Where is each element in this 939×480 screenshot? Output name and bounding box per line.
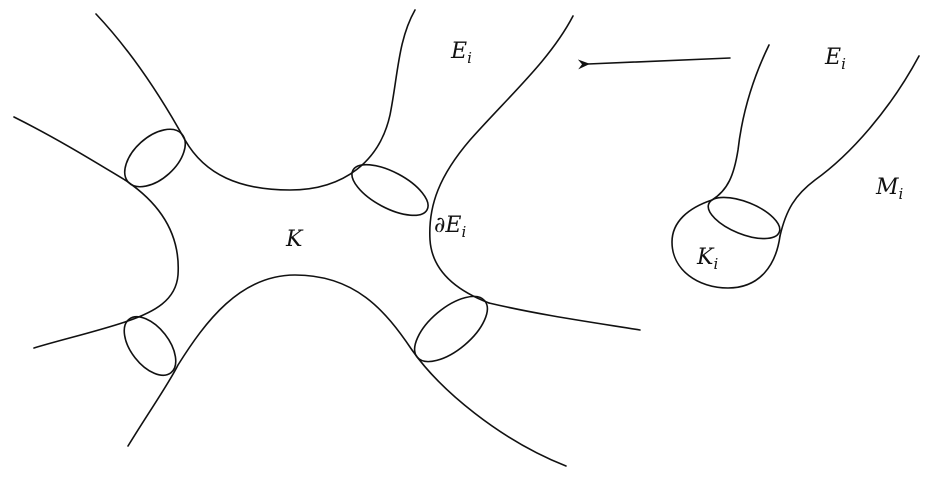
- ki-bowl: [671, 199, 781, 289]
- boundary-right: [429, 15, 574, 304]
- label-m-i: Mi: [875, 175, 904, 203]
- label-e-i-right: Ei: [824, 45, 846, 73]
- label-boundary-e-i: ∂Ei: [434, 213, 466, 241]
- mi-left-side: [711, 44, 770, 201]
- neck-ellipse-bottom-right: [413, 295, 489, 363]
- boundary-bottom: [127, 274, 567, 467]
- arrow: [577, 57, 731, 70]
- boundary-left-upper: [13, 116, 126, 181]
- mi-right-side: [779, 55, 920, 237]
- boundary-right-lower: [488, 302, 641, 331]
- boundary-top: [95, 9, 416, 191]
- boundary-left: [33, 179, 180, 349]
- label-e-i-left: Ei: [450, 39, 472, 67]
- ki-neck-ellipse: [707, 196, 781, 240]
- neck-ellipse-bottom-left: [123, 315, 177, 377]
- neck-ellipse-top-right: [351, 163, 429, 217]
- neck-ellipse-top-left: [123, 128, 187, 188]
- label-k: K: [285, 227, 304, 252]
- label-k-i: Ki: [696, 245, 718, 273]
